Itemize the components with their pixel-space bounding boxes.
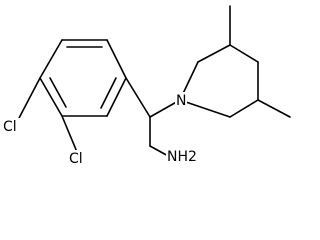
double-bond-right	[100, 77, 117, 109]
structure-diagram: Cl Cl N NH2	[2, 5, 291, 167]
bond-pip-6	[179, 99, 231, 118]
atom-cl-top: Cl	[3, 119, 17, 135]
label-bg-cl-bottom	[68, 150, 88, 166]
bond-cl-top	[17, 77, 41, 121]
atom-nitrogen: N	[176, 93, 186, 109]
atom-cl-bottom: Cl	[69, 151, 83, 167]
piperidine-ring	[179, 44, 259, 118]
bond-ring-3	[106, 77, 127, 117]
benzene-ring	[39, 39, 127, 117]
label-bg-nitrogen	[175, 92, 187, 108]
bond-ring-to-ch	[125, 77, 151, 118]
bond-pip-3	[229, 44, 259, 63]
bond-methyl-bottom	[257, 99, 291, 118]
atom-amine: NH2	[167, 149, 197, 165]
label-bg-amine	[166, 147, 206, 165]
bond-pip-5	[229, 99, 259, 118]
bond-pip-2	[197, 44, 231, 63]
bond-cl-bottom	[61, 115, 78, 153]
bond-ring-5	[39, 77, 63, 117]
double-bond-left	[49, 77, 67, 108]
bond-ring-6	[39, 39, 63, 79]
bond-ring-2	[106, 39, 127, 79]
label-bg-cl-top	[2, 118, 22, 134]
